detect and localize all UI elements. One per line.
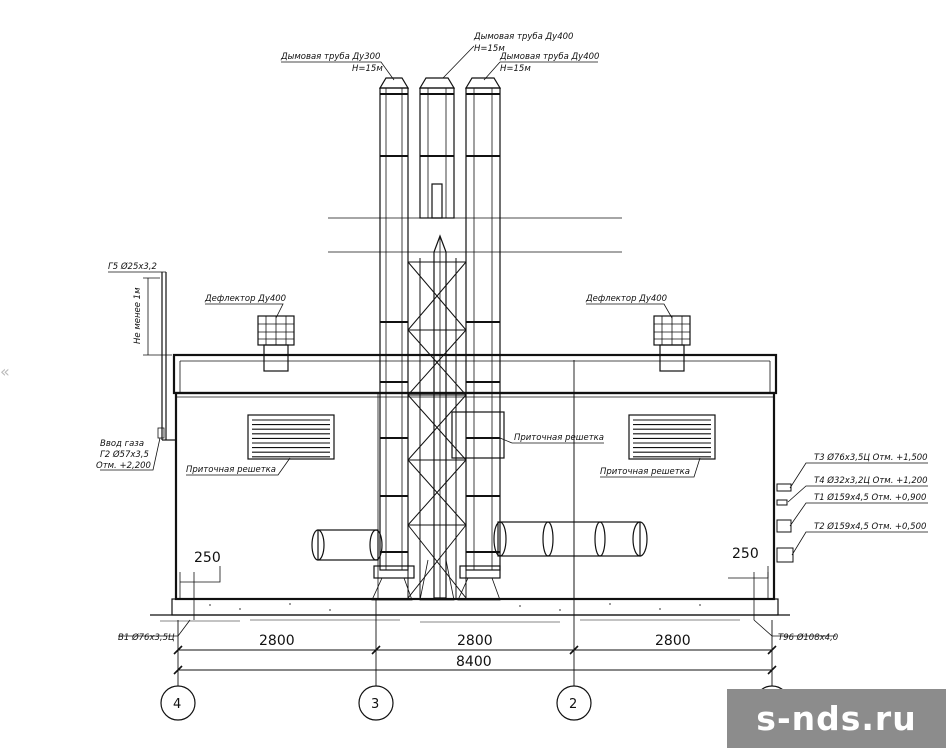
chimney-right-label: Дымовая труба Ду400 [499, 52, 599, 62]
chimneys [328, 77, 622, 601]
chimney-middle [418, 77, 456, 219]
deflector-left [257, 315, 295, 372]
min-height-label: Не менее 1м [133, 287, 143, 344]
g5-pipe-label: Г5 Ø25х3,2 [108, 261, 157, 272]
grille-left-label: Приточная решетка [186, 465, 276, 475]
dim-total: 8400 [456, 654, 492, 670]
chimney-middle-height: Н=15м [474, 44, 505, 54]
axis-4-label: 4 [173, 697, 181, 712]
axis-bubbles [160, 685, 790, 721]
chimney-right [464, 77, 502, 571]
watermark-logo[interactable]: s-nds.ru [727, 689, 946, 748]
grille-middle [451, 411, 505, 459]
chimney-left-height: Н=15м [352, 64, 383, 74]
chimney-right-height: Н=15м [500, 64, 531, 74]
axis-3-label: 3 [371, 697, 379, 712]
chimney-bases [371, 559, 501, 601]
grille-right-label: Приточная решетка [600, 467, 690, 477]
gas-inlet-label: Ввод газа [100, 439, 144, 449]
axis-2-label: 2 [569, 697, 577, 712]
deflector-right-label: Дефлектор Ду400 [585, 294, 667, 304]
grille-middle-label: Приточная решетка [514, 433, 604, 443]
horizontal-flues [311, 521, 648, 561]
t3-pipe-label: Т3 Ø76х3,5Ц Отм. +1,500 [814, 452, 928, 463]
nav-prev-icon[interactable]: « [0, 362, 10, 381]
v1-pipe-label: В1 Ø76х3,5Ц [118, 632, 175, 643]
building-body [150, 353, 790, 623]
deflector-left-label: Дефлектор Ду400 [204, 294, 286, 304]
dimension-lines [173, 360, 777, 686]
grille-left [247, 414, 335, 460]
dim-250-left: 250 [194, 550, 221, 566]
chimney-middle-label: Дымовая труба Ду400 [473, 32, 573, 42]
chimney-left [378, 77, 410, 571]
dim-span-3: 2800 [655, 633, 691, 649]
dim-span-2: 2800 [457, 633, 493, 649]
pipe-stubs-right [776, 483, 794, 563]
dim-span-1: 2800 [259, 633, 295, 649]
gas-inlet-elevation: Отм. +2,200 [96, 461, 151, 471]
dim-250-right: 250 [732, 546, 759, 562]
gas-riser [157, 272, 176, 441]
lattice-frame [407, 258, 467, 599]
chimney-support-mast [433, 234, 447, 599]
foundation-hatch [160, 619, 740, 623]
deflector-right [653, 315, 691, 372]
grille-right [628, 414, 716, 460]
gas-inlet-pipe: Г2 Ø57х3,5 [100, 449, 149, 460]
t2-pipe-label: Т2 Ø159х4,5 Отм. +0,500 [814, 521, 926, 532]
callout-leaders [100, 45, 928, 637]
chimney-left-label: Дымовая труба Ду300 [280, 52, 380, 62]
t4-pipe-label: Т4 Ø32х3,2Ц Отм. +1,200 [814, 475, 928, 486]
t96-pipe-label: Т96 Ø108х4,0 [778, 632, 838, 643]
t1-pipe-label: Т1 Ø159х4,5 Отм. +0,900 [814, 492, 926, 503]
